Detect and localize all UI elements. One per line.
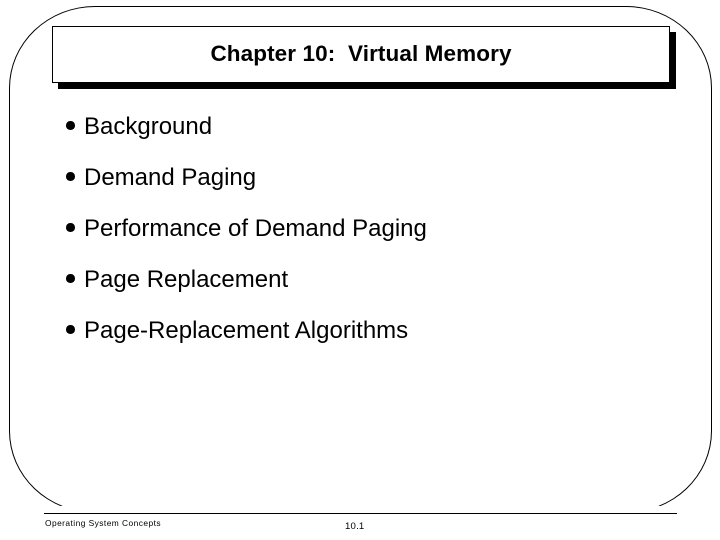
list-item-label: Background [84,113,213,140]
list-item[interactable]: Page Replacement [66,266,666,317]
footer-page-number: 10.1 [345,521,365,532]
title-box: Chapter 10: Virtual Memory [52,26,670,83]
list-item-label: Page Replacement [84,266,289,293]
list-item-label: Page-Replacement Algorithms [84,317,409,344]
bullet-dot-icon [66,266,84,283]
bullet-dot-icon [66,215,84,232]
bullet-dot-icon [66,164,84,181]
footer-divider [44,513,677,515]
list-item[interactable]: Demand Paging [66,164,666,215]
list-item[interactable]: Performance of Demand Paging [66,215,666,266]
list-item-label: Demand Paging [84,164,257,191]
list-item[interactable]: Background [66,113,666,164]
bullet-list: Background Demand Paging Performance of … [66,113,666,368]
bullet-dot-icon [66,113,84,130]
list-item[interactable]: Page-Replacement Algorithms [66,317,666,368]
list-item-label: Performance of Demand Paging [84,215,427,242]
footer-source-label: Operating System Concepts [45,518,161,528]
bullet-dot-icon [66,317,84,334]
page-title: Chapter 10: Virtual Memory [210,41,512,67]
